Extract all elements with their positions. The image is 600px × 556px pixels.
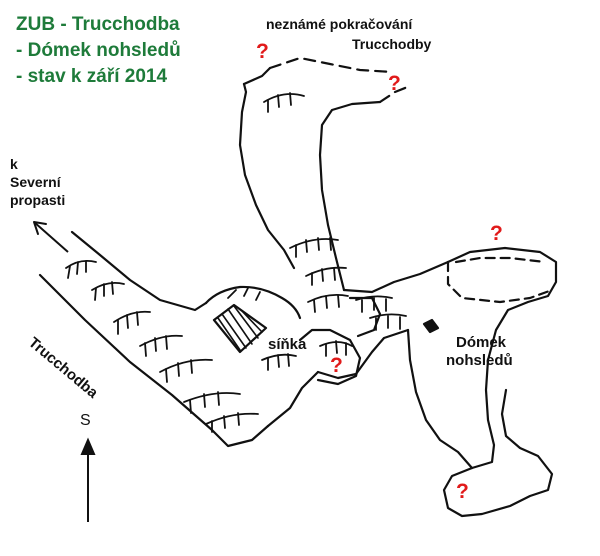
branch-wall-right (318, 100, 382, 292)
chamber-wall (442, 246, 558, 518)
unknown-edge-right (378, 84, 412, 104)
slope-hatching (65, 92, 407, 433)
pillar-hatch (217, 305, 263, 351)
unknown-continuation-label-2: Trucchodby (352, 36, 432, 52)
unknown-mark-top-right: ? (388, 72, 401, 95)
abyss-label-2: Severní (10, 174, 61, 190)
chamber-unknown-arc (446, 260, 554, 304)
abyss-label-3: propasti (10, 192, 66, 208)
chamber-unknown-top (454, 256, 547, 264)
map-title-line-1: ZUB - Trucchodba (16, 14, 180, 35)
chamber-label-1: Dómek (456, 334, 507, 351)
passage-wall-right (266, 370, 320, 428)
abyss-label-1: k (10, 156, 18, 172)
unknown-edge-top (268, 56, 394, 74)
map-title-line-3: - stav k září 2014 (16, 66, 168, 87)
link-wall-top (342, 260, 450, 294)
pillar-outline (212, 303, 268, 354)
link-wall-bottom (316, 328, 410, 380)
chamber-left-wall (406, 328, 474, 470)
abyss-arrow (33, 221, 69, 253)
chamber-rock (422, 318, 440, 334)
north-arrow (80, 437, 96, 522)
niche-wall (298, 328, 362, 386)
unknown-continuation-label-1: neznámé pokračování (266, 16, 413, 32)
branch-wall-left (238, 82, 296, 270)
niche-label: síňka (268, 336, 307, 353)
passage-end-upper (204, 285, 302, 320)
unknown-mark-niche: ? (330, 354, 343, 377)
unknown-mark-chamber-top: ? (490, 222, 503, 245)
chamber-label-2: nohsledů (446, 352, 513, 369)
branch-top-left (242, 66, 272, 86)
map-title-line-2: - Dómek nohsledů (16, 40, 181, 61)
trucchodba-wall-lower (38, 273, 270, 448)
north-mark-label: S (80, 412, 91, 429)
unknown-mark-top-left: ? (256, 40, 269, 63)
unknown-mark-chamber-bottom: ? (456, 480, 469, 503)
trucchodba-wall-upper (70, 230, 208, 312)
